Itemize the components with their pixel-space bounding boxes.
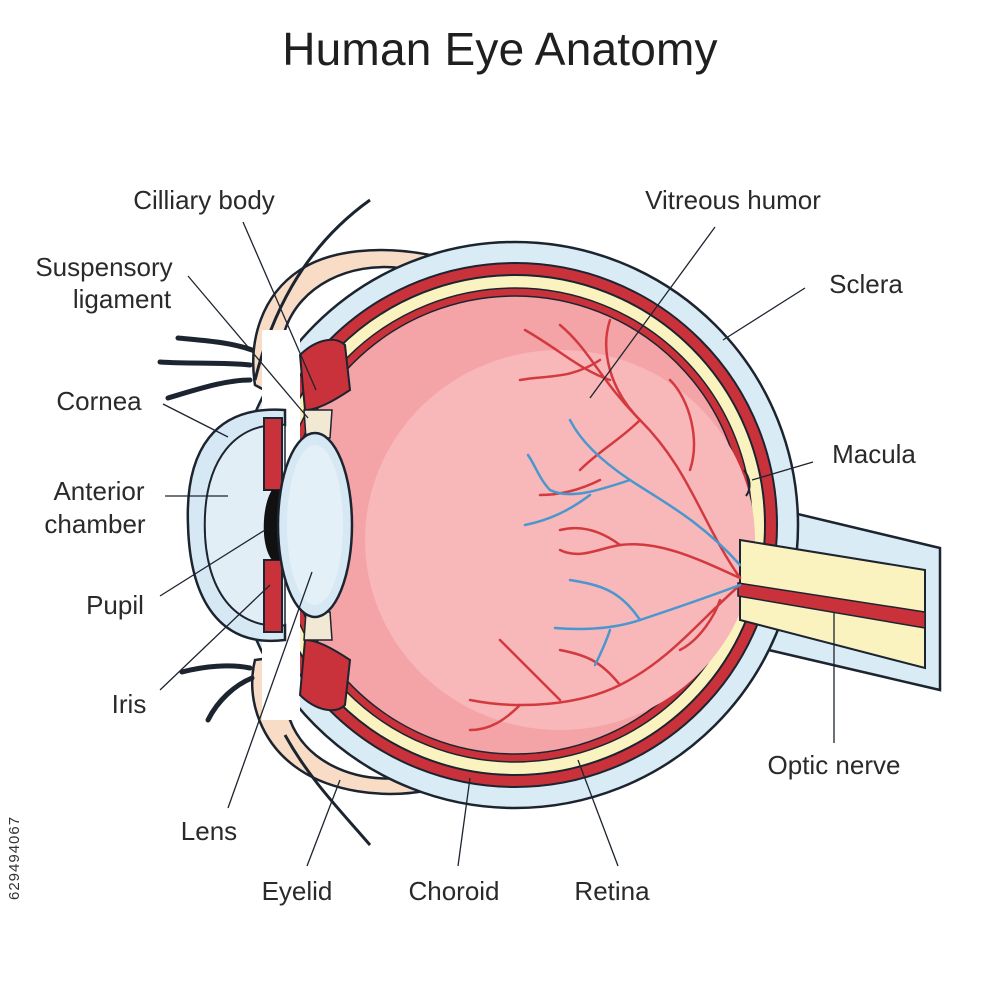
label-sclera: Sclera [829,269,903,299]
vitreous-highlight [365,350,755,730]
leader-iris [159,584,271,691]
lens-inner [287,445,343,605]
label-vitreous-humor: Vitreous humor [645,185,821,215]
label-iris: Iris [112,689,147,719]
retinal-arteries [468,318,742,732]
leader-cilliary-body [242,221,317,391]
iris-lower [263,559,283,633]
ciliary-body-lower [298,638,352,712]
stock-id-watermark: 629494067 [6,815,23,900]
upper-eyelashes [157,335,255,401]
label-pupil: Pupil [86,590,144,620]
leader-suspensory-ligament [187,275,309,419]
ciliary-body-upper [298,338,352,412]
leader-eyelid [306,779,341,867]
leader-sclera [722,287,806,341]
macula [743,469,751,497]
leader-pupil [159,529,266,597]
leader-retina [577,759,619,867]
label-choroid: Choroid [408,876,499,906]
central-retinal-vessel [737,582,926,629]
label-anterior-chamber-line2: chamber [44,509,145,539]
lower-eyelashes [179,663,255,723]
leader-lines [159,221,835,867]
label-eyelid: Eyelid [262,876,333,906]
leader-cornea [162,403,229,438]
label-suspensory-ligament-line2: ligament [73,284,172,314]
label-macula: Macula [832,439,916,469]
suspensory-ligaments [303,409,333,641]
label-lens: Lens [181,816,237,846]
upper-lid-crease [253,198,371,381]
label-anterior-chamber-line1: Anterior [53,476,144,506]
label-retina: Retina [574,876,650,906]
diagram-title: Human Eye Anatomy [282,23,718,75]
retinal-veins [523,418,742,667]
leader-choroid [457,777,471,867]
label-cilliary-body: Cilliary body [133,185,275,215]
lens [276,431,354,619]
label-optic-nerve: Optic nerve [768,750,901,780]
leader-lens [227,571,313,809]
label-suspensory-ligament-line1: Suspensory [35,252,172,282]
leader-macula [751,461,814,481]
leader-vitreous-humor [589,226,716,399]
lower-lid-crease [283,734,372,846]
label-cornea: Cornea [56,386,142,416]
iris-upper [263,417,283,491]
